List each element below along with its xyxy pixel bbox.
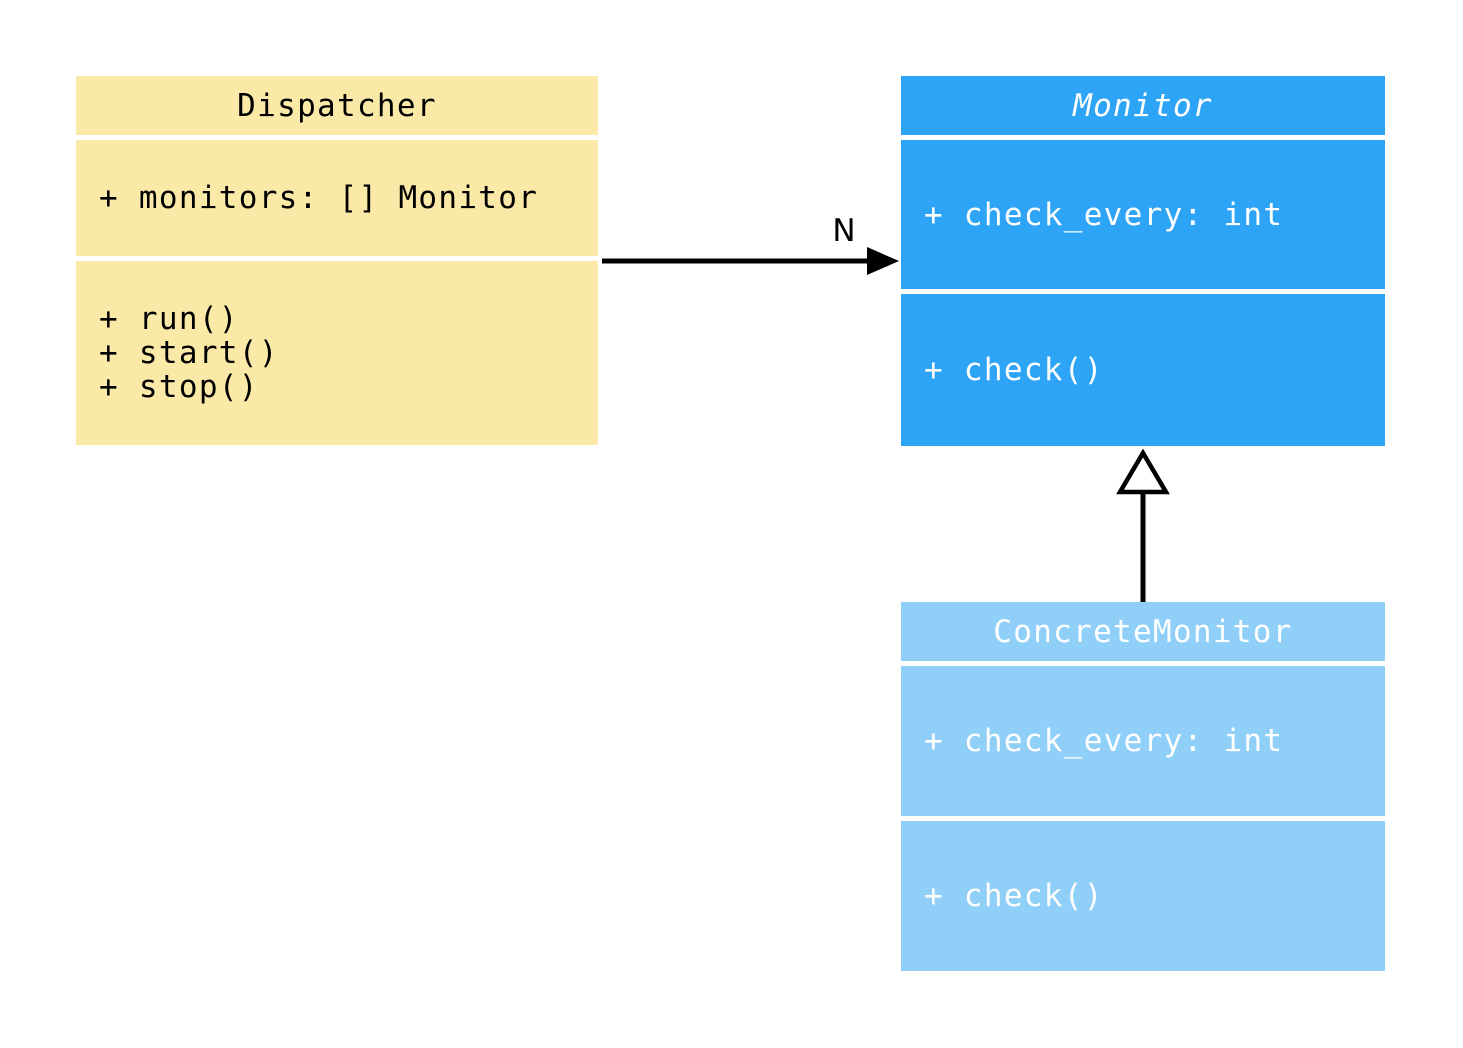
- class-box-concrete-monitor: ConcreteMonitor + check_every: int + che…: [901, 602, 1385, 971]
- method-stop: + stop(): [99, 369, 259, 405]
- class-box-monitor: Monitor + check_every: int + check(): [901, 76, 1385, 446]
- attribute-monitors: + monitors: [] Monitor: [99, 180, 539, 216]
- class-box-dispatcher: Dispatcher + monitors: [] Monitor + run(…: [76, 76, 598, 445]
- association-arrowhead-icon: [867, 247, 899, 275]
- inheritance-triangle-icon: [1116, 448, 1170, 495]
- multiplicity-label: N: [832, 213, 855, 249]
- association-arrow: N: [602, 213, 899, 275]
- concrete-monitor-methods-section: + check(): [901, 821, 1385, 971]
- method-run: + run(): [99, 301, 239, 337]
- monitor-attributes-section: + check_every: int: [901, 140, 1385, 289]
- method-check: + check(): [924, 352, 1104, 388]
- concrete-monitor-attributes-section: + check_every: int: [901, 666, 1385, 816]
- attribute-check-every: + check_every: int: [924, 196, 1284, 233]
- generalization-arrow: [1116, 448, 1170, 602]
- class-title-monitor: Monitor: [901, 76, 1385, 135]
- attribute-check-every: + check_every: int: [924, 723, 1284, 759]
- dispatcher-methods-section: + run() + start() + stop(): [76, 261, 598, 445]
- monitor-methods-section: + check(): [901, 294, 1385, 446]
- method-check: + check(): [924, 878, 1104, 914]
- class-title-concrete-monitor: ConcreteMonitor: [901, 602, 1385, 661]
- class-title-dispatcher: Dispatcher: [76, 76, 598, 135]
- method-start: + start(): [99, 335, 279, 371]
- dispatcher-attributes-section: + monitors: [] Monitor: [76, 140, 598, 256]
